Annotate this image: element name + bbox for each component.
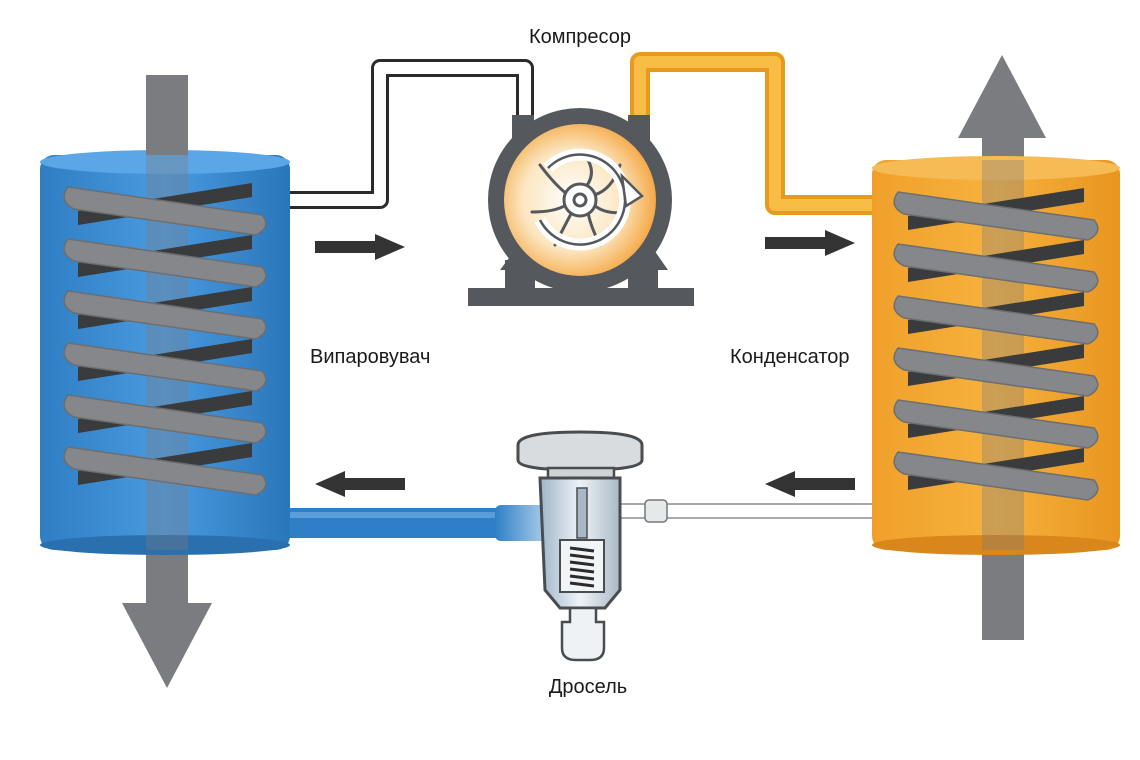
compressor-icon: [468, 108, 694, 306]
expansion-pipe: [285, 505, 560, 541]
expansion-valve-icon: [516, 430, 644, 662]
coil-front-segment: [893, 399, 1099, 449]
spring-coil: [569, 553, 595, 560]
coil-front-segment: [63, 290, 267, 340]
coil-front-segment: [63, 446, 267, 496]
spring-coil: [569, 574, 595, 581]
coil-front-segment: [893, 347, 1099, 397]
coil-front-segment: [63, 186, 267, 236]
flow-arrow-right-icon: [315, 234, 405, 260]
evaporator-coil-icon: [40, 75, 290, 555]
coil-front-segment: [63, 342, 267, 392]
coil-front-segment: [893, 191, 1099, 241]
flow-arrow-left-icon: [765, 471, 855, 497]
flow-arrow-right-icon: [765, 230, 855, 256]
condenser-label: Конденсатор: [730, 346, 850, 368]
spring-coil: [569, 581, 595, 588]
spring-coil: [569, 567, 595, 574]
suction-pipe: [285, 59, 534, 209]
discharge-pipe: [630, 52, 875, 215]
flow-arrow-left-icon: [315, 471, 405, 497]
spring-coil: [569, 546, 595, 553]
coil-front-segment: [893, 451, 1099, 501]
throttle-label: Дросель: [549, 676, 627, 698]
liquid-line: [599, 499, 876, 523]
spring-coil: [569, 560, 595, 567]
evaporator-label: Випаровувач: [310, 346, 430, 368]
coil-front-segment: [893, 243, 1099, 293]
coil-front-segment: [63, 238, 267, 288]
coil-front-segment: [63, 394, 267, 444]
condenser-coil-icon: [872, 156, 1120, 555]
compressor-label: Компресор: [529, 26, 631, 48]
coil-front-segment: [893, 295, 1099, 345]
